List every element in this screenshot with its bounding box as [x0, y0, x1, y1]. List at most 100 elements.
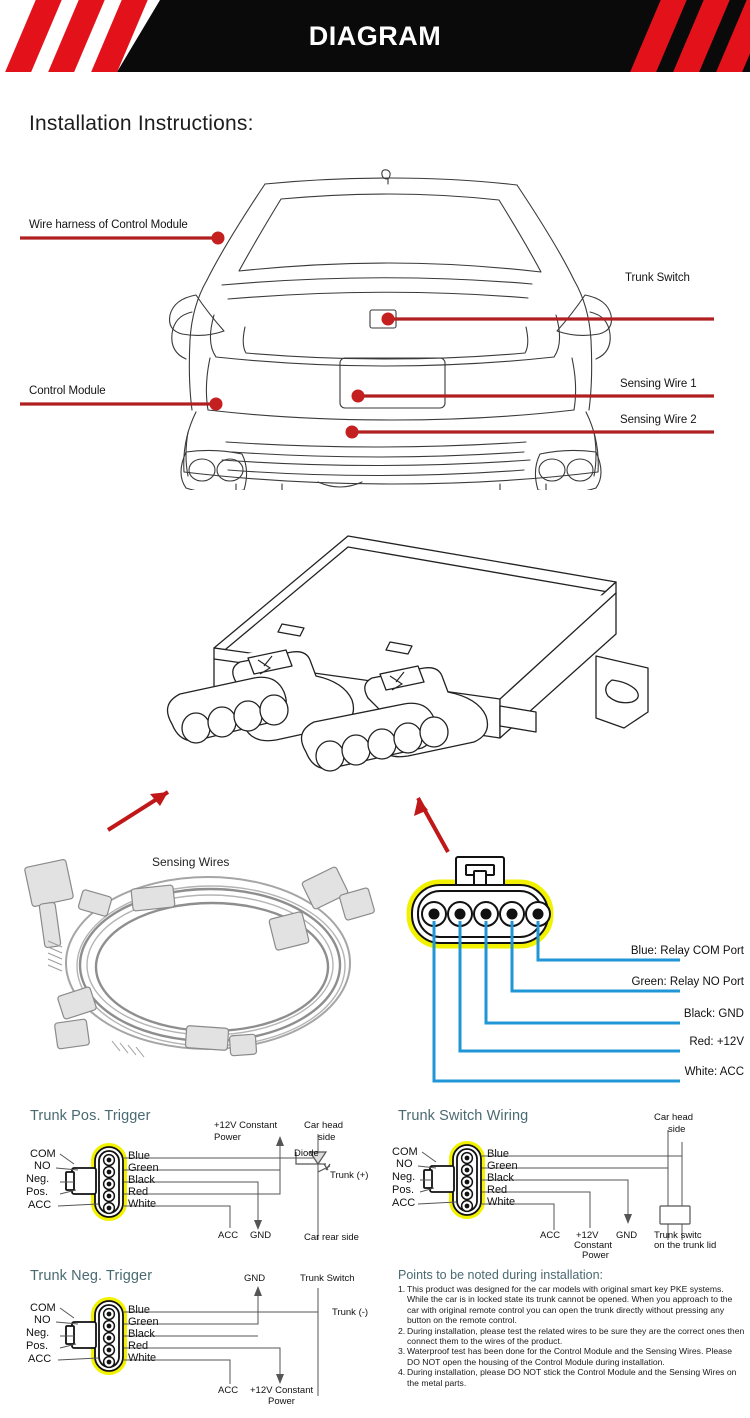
note-number: 4. [398, 1367, 406, 1378]
section-title: Installation Instructions: [29, 112, 254, 135]
harness-svg [24, 859, 375, 1058]
wire-green-3: Green [487, 1160, 518, 1172]
wire-white-1: White [128, 1198, 157, 1210]
ann-gnd-2: GND [244, 1273, 266, 1284]
car-illustration [20, 169, 714, 490]
car-diagram: Wire harness of Control Module Control M… [0, 160, 750, 490]
note-number: 1. [398, 1284, 406, 1294]
ann-constant-3: Constant [574, 1240, 613, 1251]
terminal-com-3: COM [392, 1146, 418, 1158]
pinout-svg [406, 856, 680, 1083]
terminal-no-3: NO [396, 1158, 413, 1170]
installation-notes: Points to be noted during installation: … [398, 1268, 746, 1388]
callout-wire-harness: Wire harness of Control Module [29, 219, 188, 231]
panel1-svg [55, 1134, 331, 1240]
note-text: During installation, please test the rel… [407, 1325, 745, 1347]
terminal-acc-3: ACC [392, 1197, 416, 1209]
wire-red-2: Red [128, 1340, 149, 1352]
terminal-com-2: COM [30, 1302, 56, 1314]
module-svg [106, 535, 649, 853]
panel-title-trunk-neg: Trunk Neg. Trigger [30, 1268, 153, 1284]
terminal-com-1: COM [30, 1148, 56, 1160]
panel-trunk-switch-wiring: Trunk Switch Wiring [392, 1108, 750, 1261]
arrow-to-harness [106, 790, 170, 832]
leader-dots [209, 231, 395, 439]
ann-trunk-neg: Trunk (-) [332, 1307, 369, 1318]
pin-label-black-gnd: Black: GND [683, 1008, 744, 1020]
ann-gnd-3: GND [616, 1230, 638, 1241]
callout-sensing-wire-2: Sensing Wire 2 [620, 414, 697, 426]
terminal-neg-3: Neg. [392, 1171, 416, 1183]
pin-label-blue-com: Blue: Relay COM Port [630, 945, 744, 957]
panel-title-trunk-switch: Trunk Switch Wiring [398, 1108, 529, 1124]
arrow-to-pinout [414, 797, 450, 853]
ann-12v-constant-1: +12V Constant [214, 1120, 278, 1131]
terminal-no-2: NO [34, 1314, 51, 1326]
pin-label-red-12v: Red: +12V [689, 1036, 744, 1048]
wire-black-1: Black [128, 1174, 155, 1186]
terminal-pos-1: Pos. [26, 1186, 49, 1198]
note-text: Waterproof test has been done for the Co… [407, 1346, 732, 1367]
control-module-illustration [0, 500, 750, 860]
ann-gnd-1: GND [250, 1230, 272, 1241]
wire-black-3: Black [487, 1172, 514, 1184]
ann-trunk-pos: Trunk (+) [330, 1170, 369, 1181]
panel-trunk-neg-trigger: Trunk Neg. Trigger [18, 1268, 388, 1413]
terminal-no-1: NO [34, 1160, 51, 1172]
callout-control-module: Control Module [29, 385, 106, 397]
ann-12v-3: +12V [576, 1230, 599, 1241]
note-item: 2. During installation, please test the … [398, 1326, 746, 1347]
note-item: 3. Waterproof test has been done for the… [398, 1346, 746, 1367]
panel-trunk-pos-trigger: Trunk Pos. Trigger [18, 1108, 388, 1258]
header-banner: DIAGRAM [0, 0, 750, 72]
ann-car-head-3: Car head [654, 1112, 694, 1123]
ann-car-head-1: Car head [304, 1120, 344, 1131]
ann-power-2: Power [268, 1396, 295, 1407]
wire-red-1: Red [128, 1186, 149, 1198]
ann-on-trunk-lid-3: on the trunk lid [654, 1240, 717, 1251]
ann-12v-constant-2: +12V Constant [250, 1385, 314, 1396]
note-item: 1. This product was designed for the car… [398, 1284, 746, 1326]
ann-power-3: Power [582, 1250, 609, 1261]
connector-pinout: Blue: Relay COM Port Green: Relay NO Por… [400, 855, 750, 1095]
terminal-pos-3: Pos. [392, 1184, 415, 1196]
sensing-wires-photo [20, 845, 420, 1075]
ann-side-1: side [318, 1132, 336, 1143]
wire-black-2: Black [128, 1328, 155, 1340]
ann-power-1: Power [214, 1132, 241, 1143]
wire-blue-2: Blue [128, 1304, 151, 1316]
pin-label-white-acc: White: ACC [684, 1066, 744, 1078]
notes-title: Points to be noted during installation: [398, 1268, 603, 1282]
panel2-svg [55, 1286, 319, 1396]
wire-blue-1: Blue [128, 1150, 151, 1162]
note-item: 4. During installation, please DO NOT st… [398, 1367, 746, 1388]
ann-acc-1: ACC [218, 1230, 239, 1241]
wire-blue-3: Blue [487, 1148, 510, 1160]
sensing-wires-label: Sensing Wires [152, 855, 230, 869]
terminal-neg-2: Neg. [26, 1327, 50, 1339]
page-title: DIAGRAM [308, 20, 442, 51]
note-number: 3. [398, 1346, 406, 1357]
wire-red-3: Red [487, 1184, 508, 1196]
terminal-acc-1: ACC [28, 1199, 52, 1211]
terminal-neg-1: Neg. [26, 1173, 50, 1185]
ann-acc-3: ACC [540, 1230, 561, 1241]
terminal-pos-2: Pos. [26, 1340, 49, 1352]
panel-title-trunk-pos: Trunk Pos. Trigger [30, 1108, 151, 1124]
callout-sensing-wire-1: Sensing Wire 1 [620, 378, 697, 390]
wire-green-1: Green [128, 1162, 159, 1174]
panel3-svg [417, 1130, 691, 1240]
ann-car-rear-1: Car rear side [304, 1232, 359, 1243]
ann-trunk-switch-3: Trunk switc [654, 1230, 702, 1241]
callout-trunk-switch: Trunk Switch [625, 272, 690, 284]
note-text: This product was designed for the car mo… [407, 1284, 733, 1326]
terminal-acc-2: ACC [28, 1353, 52, 1365]
wire-white-3: White [487, 1196, 516, 1208]
ann-acc-2: ACC [218, 1385, 239, 1396]
wire-green-2: Green [128, 1316, 159, 1328]
ann-side-3: side [668, 1124, 686, 1135]
wire-white-2: White [128, 1352, 157, 1364]
ann-diode-1: Diode [294, 1148, 319, 1159]
note-text: During installation, please DO NOT stick… [407, 1367, 737, 1388]
pin-label-green-no: Green: Relay NO Port [631, 976, 744, 988]
